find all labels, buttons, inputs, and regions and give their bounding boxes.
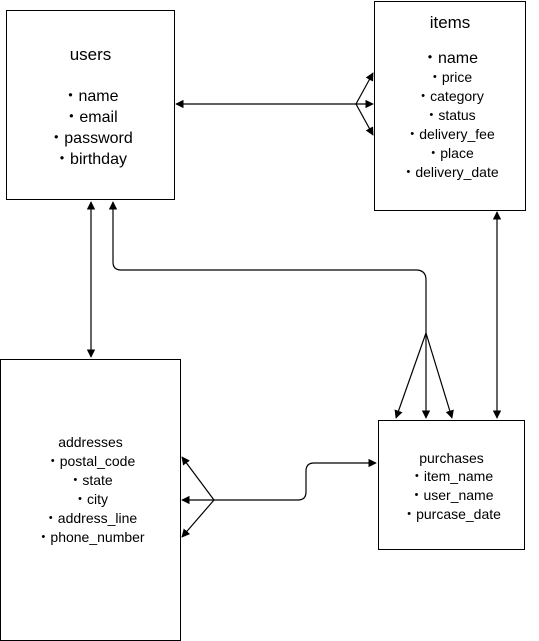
entity-addresses: addresses postal_code state city address… xyxy=(0,359,181,641)
entity-items: items name price category status deliver… xyxy=(374,1,526,211)
field-item: delivery_fee xyxy=(401,125,498,144)
field-item: password xyxy=(48,128,132,149)
entity-users: users name email password birthday xyxy=(6,10,175,200)
edge-users-purchases xyxy=(108,201,454,419)
field-item: purcase_date xyxy=(402,505,501,524)
field-item: item_name xyxy=(402,467,501,486)
field-list: name email password birthday xyxy=(48,86,133,170)
field-list: item_name user_name purcase_date xyxy=(402,467,501,524)
field-list: postal_code state city address_line phon… xyxy=(36,452,144,547)
field-item: name xyxy=(48,86,133,107)
field-item: place xyxy=(401,144,498,163)
field-item: postal_code xyxy=(36,452,144,471)
field-item: phone_number xyxy=(36,528,144,547)
entity-title: addresses xyxy=(58,434,123,450)
field-list: name price category status delivery_fee … xyxy=(401,49,498,182)
field-item: price xyxy=(401,68,498,87)
field-item: category xyxy=(401,87,498,106)
field-item: birthday xyxy=(48,149,133,170)
entity-title: purchases xyxy=(419,450,484,466)
edge-purchases-addresses xyxy=(181,456,377,538)
field-item: name xyxy=(401,49,498,68)
entity-title: items xyxy=(429,13,471,32)
field-item: address_line xyxy=(36,509,144,528)
field-item: state xyxy=(36,471,144,490)
field-item: city xyxy=(36,490,144,509)
field-item: status xyxy=(401,106,498,125)
field-item: email xyxy=(48,107,133,128)
edge-users-items xyxy=(175,72,374,136)
field-item: delivery_date xyxy=(401,163,498,182)
field-item: user_name xyxy=(402,486,501,505)
entity-purchases: purchases item_name user_name purcase_da… xyxy=(378,420,525,550)
entity-title: users xyxy=(69,45,112,64)
